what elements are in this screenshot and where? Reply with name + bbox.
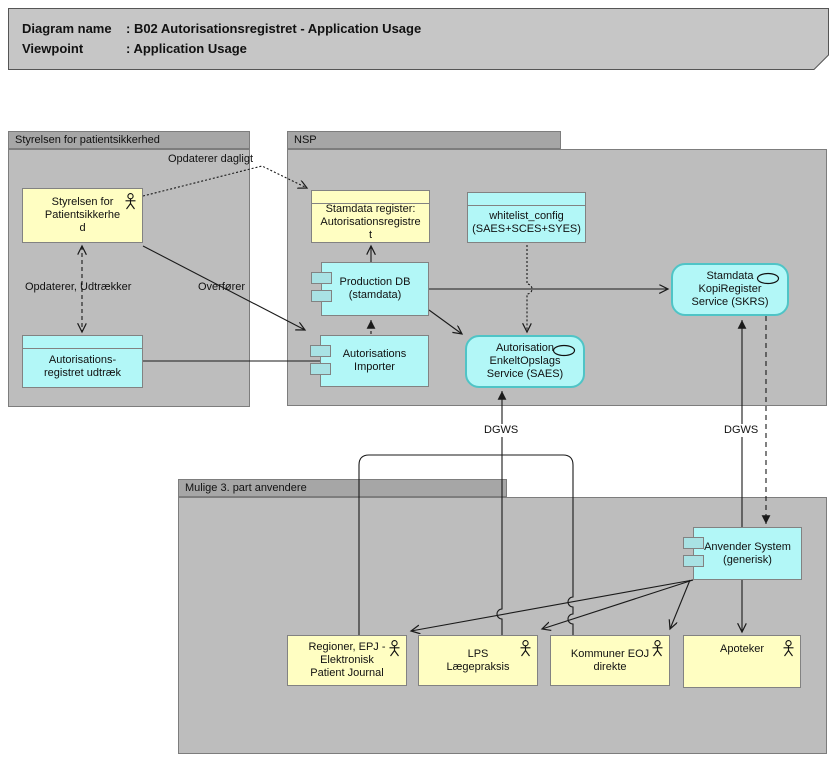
- component-icon: [311, 290, 332, 302]
- node-label: Autorisations- registret udtræk: [43, 354, 122, 379]
- business-actor-icon: [519, 640, 532, 657]
- business-actor-icon: [124, 193, 137, 210]
- node-autorisations-importer: Autorisations Importer: [310, 335, 429, 387]
- node-skrs-service: Stamdata KopiRegister Service (SKRS): [671, 263, 789, 316]
- node-label: Stamdata register: Autorisationsregistre…: [320, 202, 421, 241]
- node-label: Anvender System (generisk): [704, 540, 791, 566]
- title-value-1: : B02 Autorisationsregistret - Applicati…: [126, 21, 422, 36]
- service-icon: [756, 272, 780, 285]
- node-stamdata-register: Stamdata register: Autorisationsregistre…: [311, 190, 430, 243]
- group-header-nsp: NSP: [287, 131, 561, 149]
- component-icon: [310, 345, 331, 357]
- edge-label-overfoerer: Overfører: [198, 281, 246, 293]
- component-icon: [311, 272, 332, 284]
- node-label: LPS Lægepraksis: [446, 647, 510, 673]
- node-apoteker: Apoteker: [683, 635, 801, 688]
- edge-label-opdaterer-udtraekker: Opdaterer, Udtrækker: [25, 281, 132, 293]
- node-kommuner-eoj: Kommuner EOJ direkte: [550, 635, 670, 686]
- node-saes-service: Autorisation EnkeltOpslags Service (SAES…: [465, 335, 585, 388]
- component-icon: [683, 555, 704, 567]
- title-box-shape: [8, 8, 829, 70]
- node-lps-laegepraksis: LPS Lægepraksis: [418, 635, 538, 686]
- title-value-2: : Application Usage: [126, 41, 247, 56]
- diagram-title-text: Diagram name : B02 Autorisationsregistret…: [22, 19, 421, 59]
- node-label: Production DB (stamdata): [339, 276, 411, 301]
- object-strip: [468, 205, 585, 206]
- node-label: Regioner, EPJ - Elektronisk Patient Jour…: [308, 641, 386, 679]
- node-label: Kommuner EOJ direkte: [570, 647, 650, 673]
- node-label: Apoteker: [719, 643, 765, 655]
- node-regioner-epj: Regioner, EPJ - Elektronisk Patient Jour…: [287, 635, 407, 686]
- title-label-2: Viewpoint: [22, 41, 84, 56]
- edge-label-opdaterer-dagligt: Opdaterer dagligt: [168, 153, 253, 165]
- object-strip: [23, 348, 142, 349]
- component-icon: [683, 537, 704, 549]
- component-icon: [310, 363, 331, 375]
- node-label: Autorisation EnkeltOpslags Service (SAES…: [486, 342, 564, 380]
- node-styrelsen-for-patientsikkerhed: Styrelsen for Patientsikkerhe d: [22, 188, 143, 243]
- title-row-1: Diagram name : B02 Autorisationsregistret…: [22, 19, 421, 39]
- title-row-2: Viewpoint : Application Usage: [22, 39, 421, 59]
- node-label: Styrelsen for Patientsikkerhe d: [44, 196, 121, 234]
- object-strip: [312, 203, 429, 204]
- node-whitelist-config: whitelist_config (SAES+SCES+SYES): [467, 192, 586, 243]
- title-label-1: Diagram name: [22, 21, 112, 36]
- business-actor-icon: [388, 640, 401, 657]
- business-actor-icon: [651, 640, 664, 657]
- node-label: whitelist_config (SAES+SCES+SYES): [472, 210, 581, 235]
- node-autorisationsregistret-udtraek: Autorisations- registret udtræk: [22, 335, 143, 388]
- group-header-styrelsen: Styrelsen for patientsikkerhed: [8, 131, 250, 149]
- edge-label-dgws-skrs: DGWS: [721, 424, 762, 437]
- business-actor-icon: [782, 640, 795, 657]
- node-anvender-system: Anvender System (generisk): [683, 527, 802, 580]
- node-label: Autorisations Importer: [342, 348, 407, 373]
- node-production-db: Production DB (stamdata): [311, 262, 429, 316]
- diagram-title-box: Diagram name : B02 Autorisationsregistret…: [8, 8, 829, 70]
- group-header-mulige: Mulige 3. part anvendere: [178, 479, 507, 497]
- edge-label-dgws-saes: DGWS: [481, 424, 522, 437]
- service-icon: [552, 344, 576, 357]
- node-label: Stamdata KopiRegister Service (SKRS): [691, 270, 769, 308]
